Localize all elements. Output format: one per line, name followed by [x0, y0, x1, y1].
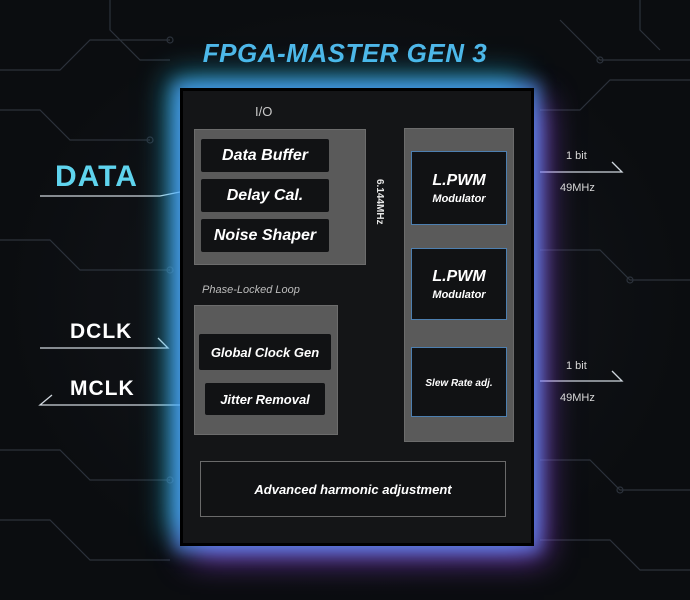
slew-rate-block: Slew Rate adj. [411, 347, 507, 417]
lpwm-modulator-1-title: L.PWM [432, 171, 486, 189]
delay-cal-block: Delay Cal. [201, 179, 329, 212]
noise-shaper-block: Noise Shaper [201, 219, 329, 252]
output-arrow-1 [540, 161, 624, 173]
io-label: I/O [255, 104, 273, 119]
mclk-signal-label: MCLK [70, 377, 135, 400]
output-1-rate: 49MHz [560, 182, 595, 194]
data-buffer-block: Data Buffer [201, 139, 329, 172]
output-arrow-2 [540, 370, 624, 382]
lpwm-modulator-2: L.PWM Modulator [411, 248, 507, 320]
pll-panel [194, 305, 338, 435]
output-1-bits: 1 bit [566, 150, 587, 162]
lpwm-modulator-1-subtitle: Modulator [432, 192, 486, 205]
slew-rate-label: Slew Rate adj. [425, 378, 493, 389]
output-2-bits: 1 bit [566, 360, 587, 372]
mclk-output-arrow [38, 394, 180, 406]
lpwm-modulator-2-title: L.PWM [432, 267, 486, 285]
lpwm-modulator-2-subtitle: Modulator [432, 288, 486, 301]
lpwm-modulator-1: L.PWM Modulator [411, 151, 507, 225]
harmonic-adjustment-block: Advanced harmonic adjustment [200, 461, 506, 517]
dclk-signal-label: DCLK [70, 320, 133, 343]
link-frequency-label: 6.144MHz [374, 179, 385, 225]
jitter-removal-block: Jitter Removal [205, 383, 325, 415]
pll-label: Phase-Locked Loop [202, 284, 300, 296]
output-2-rate: 49MHz [560, 392, 595, 404]
data-input-line [40, 191, 181, 197]
dclk-input-arrow [40, 337, 170, 349]
data-signal-label: DATA [55, 160, 138, 193]
diagram-title: FPGA-MASTER GEN 3 [202, 38, 488, 68]
background-traces [0, 0, 690, 571]
global-clock-gen-block: Global Clock Gen [199, 334, 331, 370]
